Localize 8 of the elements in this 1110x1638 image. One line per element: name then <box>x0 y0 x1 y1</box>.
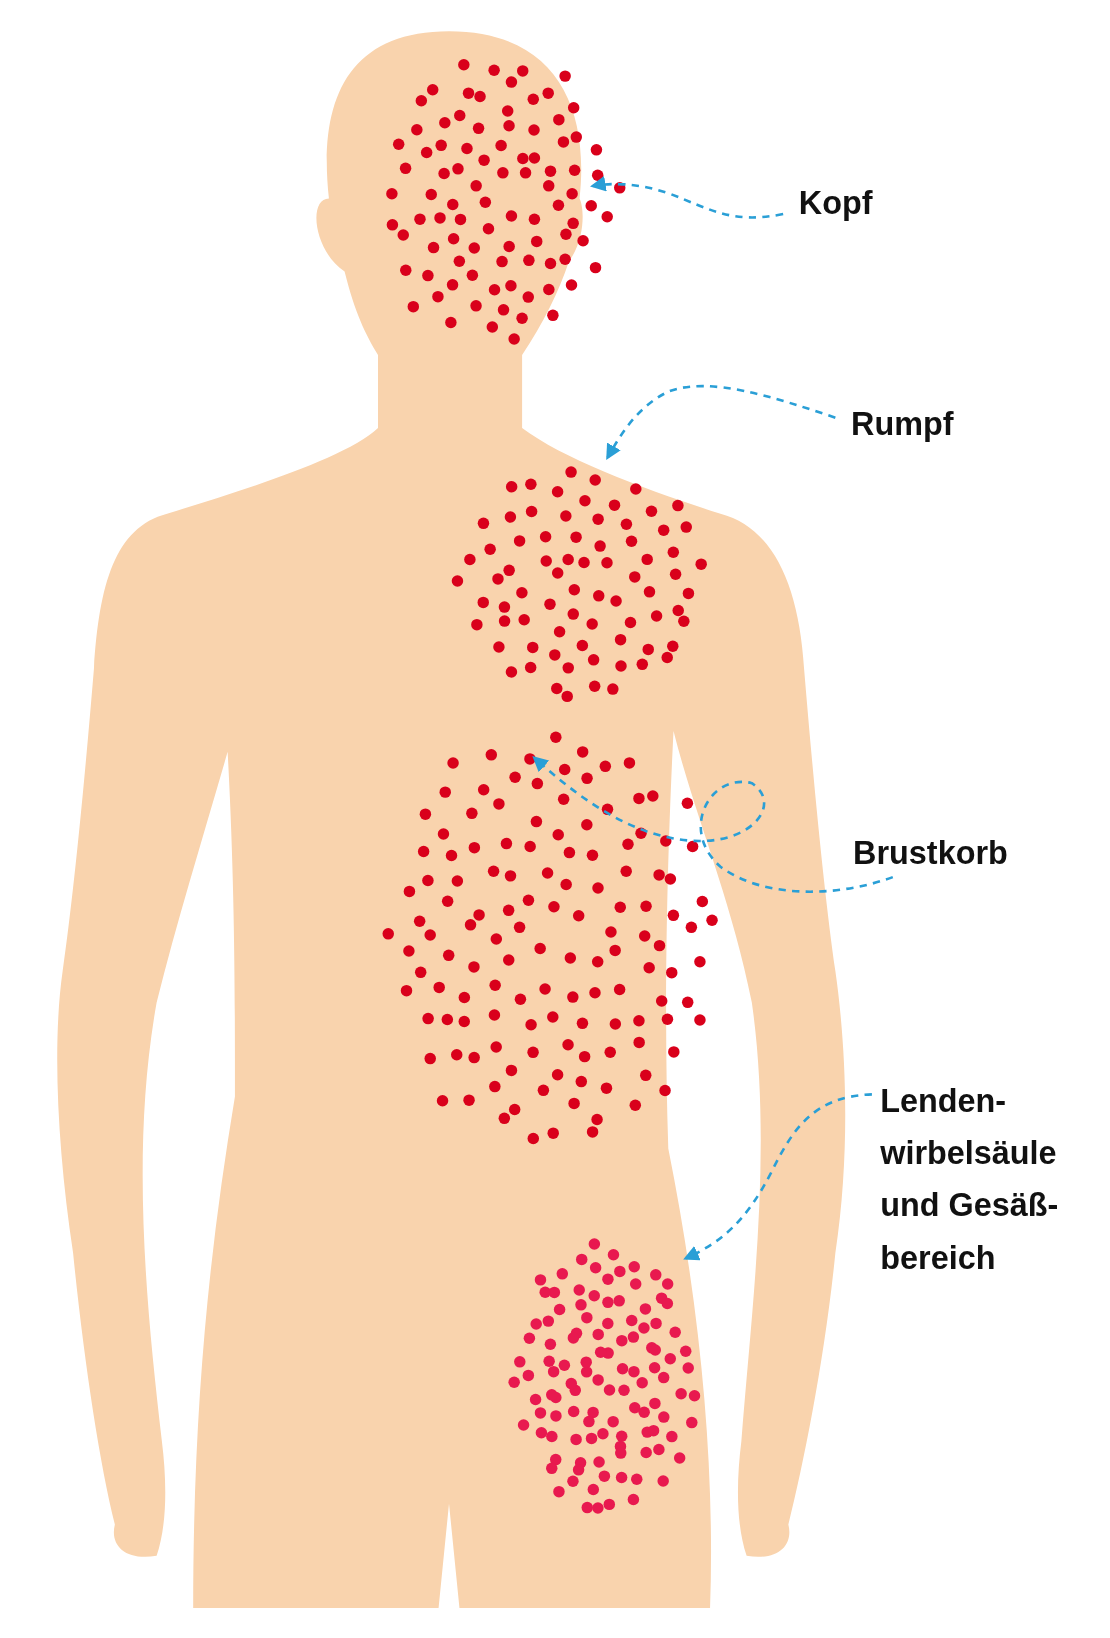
region-label: Rumpf <box>851 398 954 452</box>
region-label: Brustkorb <box>853 827 1008 880</box>
leader-line <box>683 1093 872 1260</box>
region-label: Lenden- wirbelsäule und Gesäß- bereich <box>880 1075 1090 1285</box>
leader-line <box>532 756 894 893</box>
region-label: Kopf <box>798 177 873 230</box>
leader-line <box>590 176 784 219</box>
leader-line <box>606 384 836 461</box>
